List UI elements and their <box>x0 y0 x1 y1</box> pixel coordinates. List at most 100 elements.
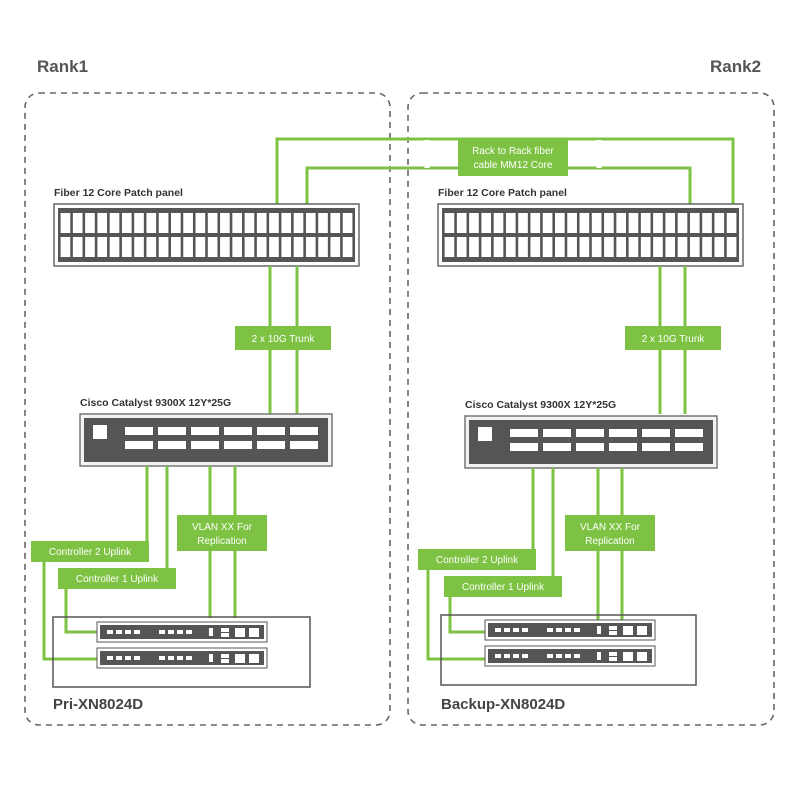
patch-port <box>269 213 279 233</box>
patch-port <box>220 237 230 257</box>
patch-port <box>714 237 725 257</box>
rack2-storage-controllers <box>484 619 656 667</box>
rack1-patch-panel-label: Fiber 12 Core Patch panel <box>54 187 183 199</box>
patch-port <box>616 213 626 233</box>
patch-port <box>714 213 725 233</box>
patch-port <box>330 213 341 233</box>
switch-port <box>576 429 604 437</box>
patch-port <box>726 237 737 257</box>
patch-port <box>171 213 181 233</box>
patch-port <box>628 213 639 233</box>
rack1-vlan-text1: VLAN XX For <box>192 522 253 533</box>
rack1-enclosure <box>24 92 391 726</box>
patch-port <box>72 237 83 257</box>
rack2-switch-label: Cisco Catalyst 9300X 12Y*25G <box>465 399 616 411</box>
rack2-patch-panel-ports <box>444 213 737 257</box>
rack1-vlan-label: VLAN XX For Replication <box>177 515 267 551</box>
patch-port <box>616 237 626 257</box>
rack1-switch-ports <box>125 427 318 449</box>
rack1-controller2-label: Controller 2 Uplink <box>31 541 149 562</box>
patch-port <box>72 213 83 233</box>
switch-port <box>257 427 285 435</box>
rack2-vlan-text1: VLAN XX For <box>580 522 641 533</box>
switch-port <box>510 443 538 451</box>
switch-port <box>290 441 318 449</box>
patch-port <box>591 213 602 233</box>
switch-port <box>675 443 703 451</box>
patch-port <box>640 237 651 257</box>
patch-port <box>293 237 304 257</box>
interconnect-label-line2: cable MM12 Core <box>474 160 553 171</box>
patch-port <box>481 213 492 233</box>
patch-port <box>244 237 255 257</box>
patch-port <box>318 237 328 257</box>
switch-port <box>642 429 670 437</box>
patch-port <box>530 237 541 257</box>
rack1-vlan-text2: Replication <box>197 536 246 547</box>
rack2-controller1-label: Controller 1 Uplink <box>444 576 562 597</box>
patch-port <box>134 213 144 233</box>
patch-port <box>555 213 565 233</box>
patch-port <box>158 237 169 257</box>
patch-port <box>604 213 614 233</box>
rack1-patch-panel-ports <box>60 213 353 257</box>
rack1-patch-panel <box>53 203 360 267</box>
patch-port <box>726 213 737 233</box>
patch-port <box>444 237 455 257</box>
rack1-storage <box>52 616 311 688</box>
patch-port <box>85 213 95 233</box>
rack1-controller2-text: Controller 2 Uplink <box>49 547 132 558</box>
switch-port <box>576 443 604 451</box>
patch-port <box>232 213 242 233</box>
patch-port <box>640 213 651 233</box>
patch-port <box>269 237 279 257</box>
interconnect-label-line1: Rack to Rack fiber <box>472 146 554 157</box>
rack2-storage <box>440 614 697 686</box>
patch-port <box>702 237 712 257</box>
rack1-title: Rank1 <box>37 57 88 76</box>
patch-port <box>689 213 700 233</box>
rack1-controller1-label: Controller 1 Uplink <box>58 568 176 589</box>
switch-port <box>191 441 219 449</box>
patch-port <box>183 213 193 233</box>
patch-port <box>677 237 688 257</box>
patch-port <box>60 237 71 257</box>
patch-port <box>555 237 565 257</box>
switch-port <box>158 441 186 449</box>
patch-port <box>158 213 169 233</box>
rack1-storage-controllers <box>96 621 268 669</box>
patch-port <box>689 237 700 257</box>
rack2-switch-ports <box>510 429 703 451</box>
rack2-patch-panel <box>437 203 744 267</box>
rack1-switch <box>79 413 333 467</box>
patch-port <box>677 213 688 233</box>
patch-port <box>530 213 541 233</box>
patch-port <box>109 213 120 233</box>
patch-port <box>518 237 528 257</box>
rack2-storage-label: Backup-XN8024D <box>441 696 565 713</box>
switch-port <box>290 427 318 435</box>
storage-controller <box>484 619 656 641</box>
rack2-vlan-text2: Replication <box>585 536 634 547</box>
patch-port <box>330 237 341 257</box>
switch-port <box>158 427 186 435</box>
switch-port <box>125 427 153 435</box>
patch-port <box>505 213 516 233</box>
patch-port <box>342 237 353 257</box>
patch-port <box>604 237 614 257</box>
patch-port <box>85 237 95 257</box>
patch-port <box>146 213 157 233</box>
patch-port <box>567 237 577 257</box>
rack2-vlan-label: VLAN XX For Replication <box>565 515 655 551</box>
rack2-enclosure <box>407 92 775 726</box>
patch-port <box>244 213 255 233</box>
patch-port <box>542 237 553 257</box>
rack2-controller2-label: Controller 2 Uplink <box>418 549 536 570</box>
switch-port <box>510 429 538 437</box>
switch-port <box>609 443 637 451</box>
switch-port <box>224 441 252 449</box>
rack2-trunk-label: 2 x 10G Trunk <box>625 326 721 350</box>
patch-port <box>195 213 206 233</box>
patch-port <box>97 237 108 257</box>
